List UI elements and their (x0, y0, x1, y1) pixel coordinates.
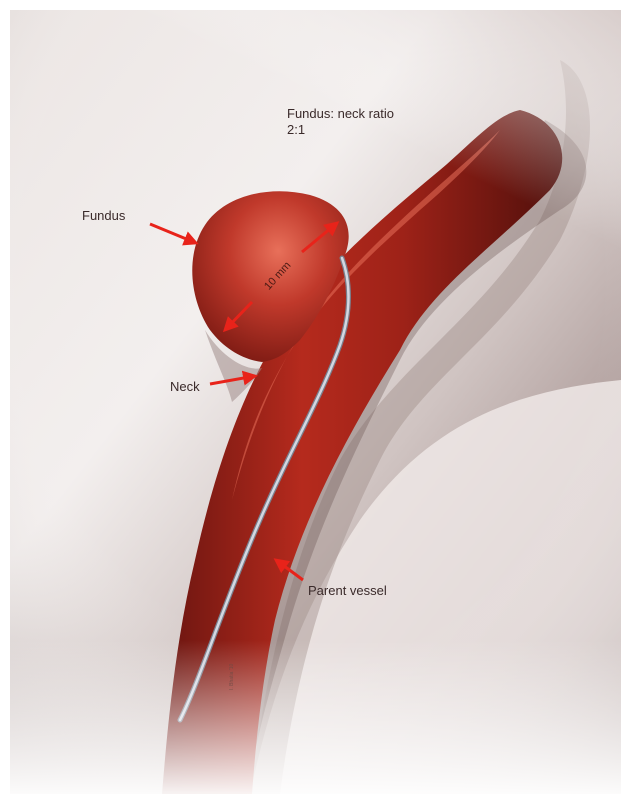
top-right-fade (10, 10, 621, 310)
artist-signature: I. Bhatia '10 (229, 664, 235, 690)
neck-label: Neck (170, 379, 200, 394)
ratio-value: 2:1 (287, 122, 305, 137)
bottom-fade (10, 640, 621, 794)
fundus-label: Fundus (82, 208, 126, 223)
parent-vessel-label: Parent vessel (308, 583, 387, 598)
ratio-title: Fundus: neck ratio (287, 106, 394, 121)
